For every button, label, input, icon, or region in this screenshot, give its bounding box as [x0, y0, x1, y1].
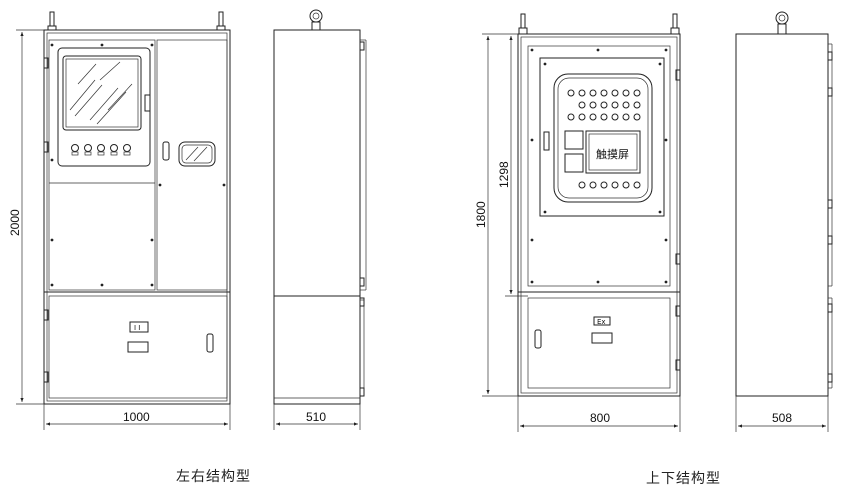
upper-right-door — [156, 39, 228, 291]
touch-screen-label: 触摸屏 — [596, 147, 629, 161]
cabinet-body — [43, 29, 231, 405]
right-front-view: 触摸屏 Ex 1800 1298 — [474, 13, 681, 432]
ex-plate — [593, 316, 611, 326]
left-front-view: I I 2000 1000 — [8, 11, 231, 430]
meter-1 — [564, 130, 584, 150]
height-dimension-label-2: 1800 — [474, 201, 488, 228]
label-plate — [127, 341, 149, 353]
label-plate-2 — [591, 332, 613, 344]
lifting-eye — [309, 9, 323, 23]
caption-left-right-structure: 左右结构型 — [176, 469, 251, 485]
panel-backplate — [539, 57, 665, 217]
panel-buttons — [71, 144, 131, 156]
meter-2 — [564, 153, 584, 173]
nameplate-text: I I — [134, 324, 140, 332]
lower-door-handle — [206, 333, 214, 353]
cabinet-body-2 — [517, 33, 681, 397]
ex-plate-text: Ex — [597, 318, 606, 326]
panel-indicators-top — [567, 89, 641, 121]
small-window — [178, 141, 216, 167]
bolt-dots-2 — [530, 48, 668, 284]
window-glass-hatch — [69, 61, 133, 125]
lifting-hook-right-2 — [670, 13, 680, 35]
bolt-dots — [50, 43, 226, 287]
side-body-2 — [735, 33, 829, 397]
side-width-dimension-label: 510 — [306, 410, 326, 424]
touch-screen — [585, 130, 641, 174]
lifting-hook-right — [216, 11, 226, 31]
lower-door-2 — [527, 297, 671, 389]
nameplate — [129, 321, 149, 333]
lifting-hook-left-2 — [518, 13, 528, 35]
door-handle — [162, 141, 170, 161]
width-dimension-label-2: 800 — [590, 411, 610, 425]
lifting-hook-left — [47, 11, 57, 31]
height-dimension-label: 2000 — [8, 209, 22, 236]
viewing-window — [62, 55, 142, 131]
upper-left-door — [48, 39, 156, 291]
caption-top-bottom-structure: 上下结构型 — [646, 471, 721, 487]
right-side-view: 508 — [735, 11, 833, 432]
side-body — [273, 29, 361, 405]
lower-door — [48, 295, 228, 399]
lifting-eye-2 — [775, 11, 789, 25]
width-dimension-label: 1000 — [123, 410, 150, 424]
upper-height-dimension-label: 1298 — [497, 161, 511, 188]
side-width-dimension-label-2: 508 — [772, 411, 792, 425]
left-side-view: 510 — [273, 9, 367, 430]
lower-door-handle-2 — [534, 329, 542, 349]
panel-indicators-bottom — [578, 181, 641, 189]
upper-door-2 — [527, 45, 671, 287]
panel-latch-2 — [543, 131, 550, 151]
frame-latch — [144, 94, 151, 112]
control-panel-2 — [553, 73, 653, 203]
